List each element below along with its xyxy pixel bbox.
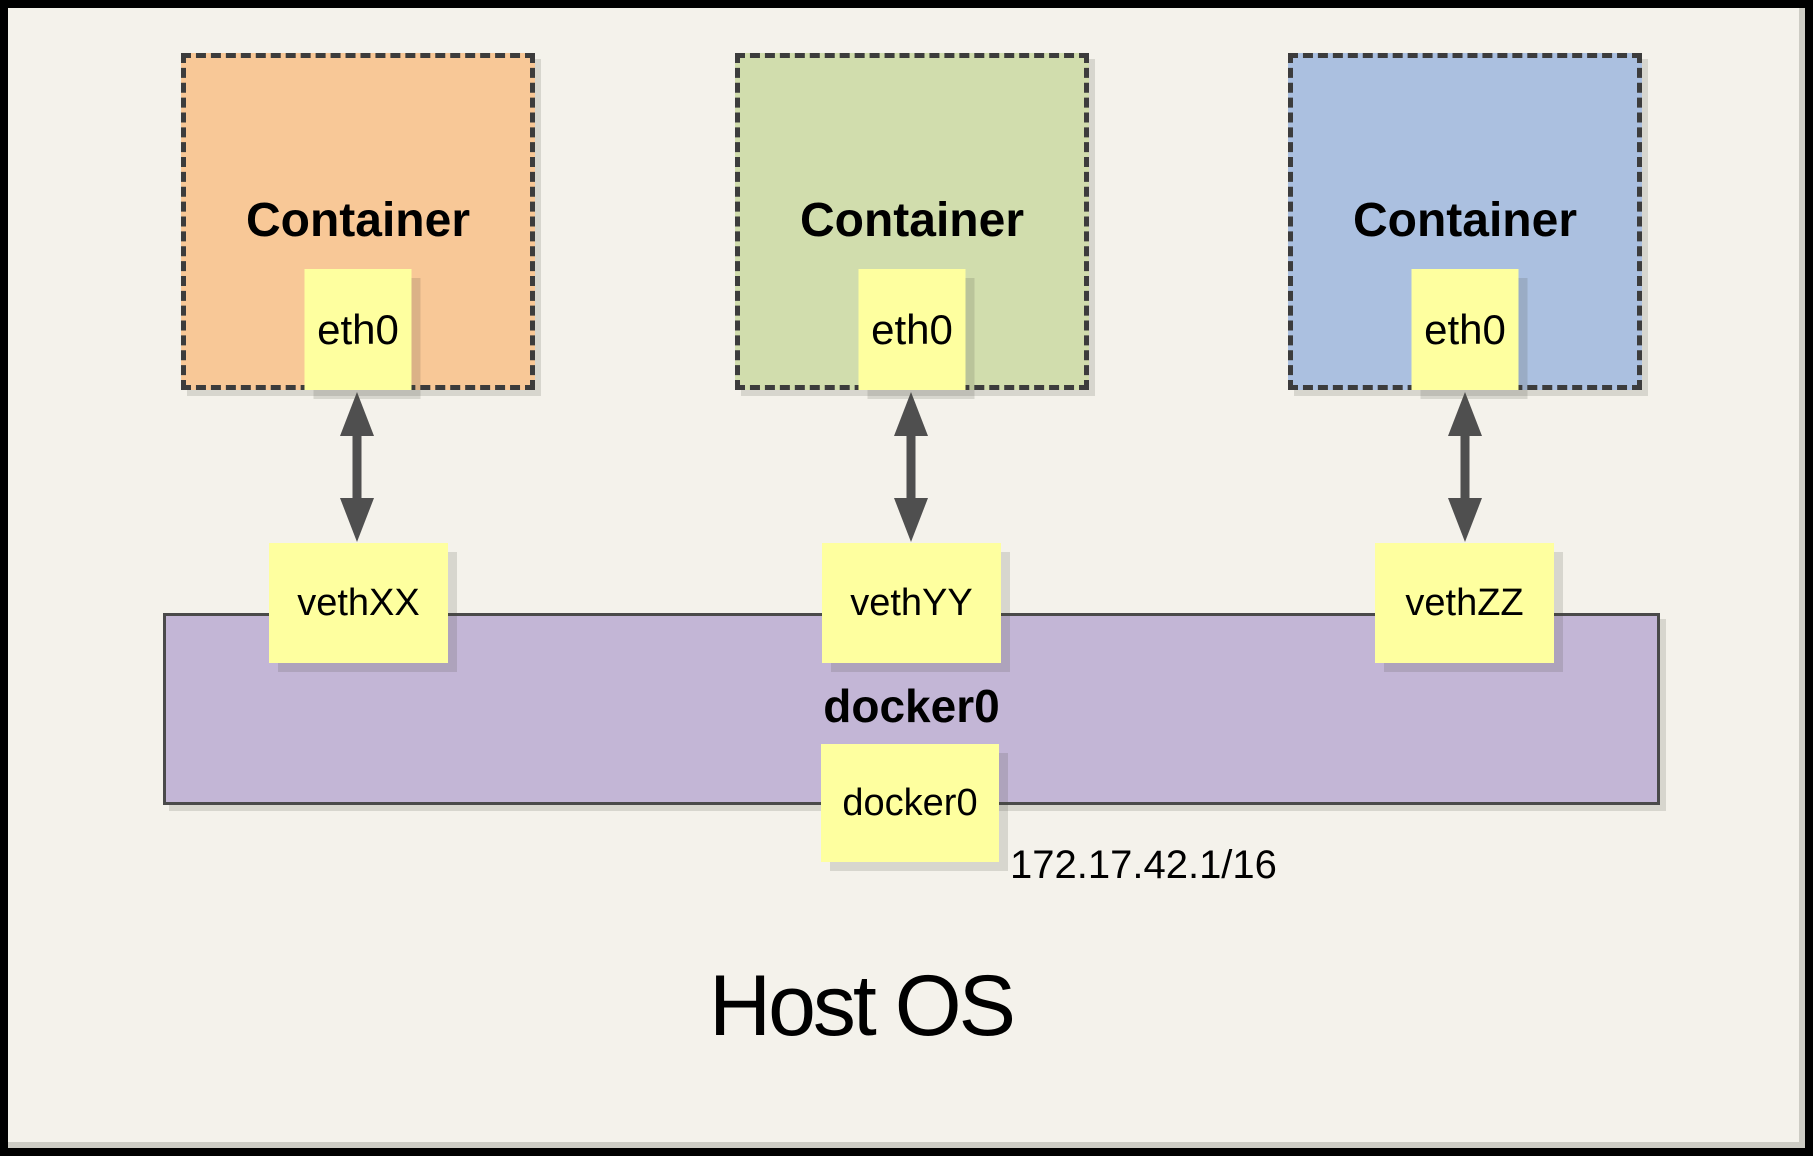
docker0-interface-note: docker0	[821, 744, 999, 862]
container-1-label: Container	[245, 194, 470, 247]
arrow-head-down	[340, 498, 374, 542]
vethYY-note: vethYY	[822, 543, 1001, 663]
arrow-head-down	[894, 498, 928, 542]
eth0-veth-arrow-1	[340, 392, 374, 542]
eth0-veth-arrow-2	[894, 392, 928, 542]
vethXX-note: vethXX	[269, 543, 448, 663]
container-3-label: Container	[1352, 194, 1577, 247]
container-1-eth0-note: eth0	[304, 269, 412, 390]
arrow-head-up	[894, 392, 928, 436]
arrow-head-up	[1448, 392, 1482, 436]
arrow-head-up	[340, 392, 374, 436]
arrow-head-down	[1448, 498, 1482, 542]
host-os-title: Host OS	[709, 958, 1016, 1054]
container-3-eth0-note: eth0	[1411, 269, 1519, 390]
container-box-3: Container eth0	[1288, 53, 1642, 390]
container-2-label: Container	[799, 194, 1024, 247]
eth0-veth-arrow-3	[1448, 392, 1482, 542]
container-box-1: Container eth0	[181, 53, 535, 390]
vethZZ-note: vethZZ	[1375, 543, 1554, 663]
docker0-bridge-label: docker0	[823, 680, 1000, 732]
bridge-ip-label: 172.17.42.1/16	[1010, 843, 1277, 887]
container-box-2: Container eth0	[735, 53, 1089, 390]
host-os-canvas: Container eth0 Container eth0 Container …	[8, 8, 1805, 1148]
container-2-eth0-note: eth0	[858, 269, 966, 390]
